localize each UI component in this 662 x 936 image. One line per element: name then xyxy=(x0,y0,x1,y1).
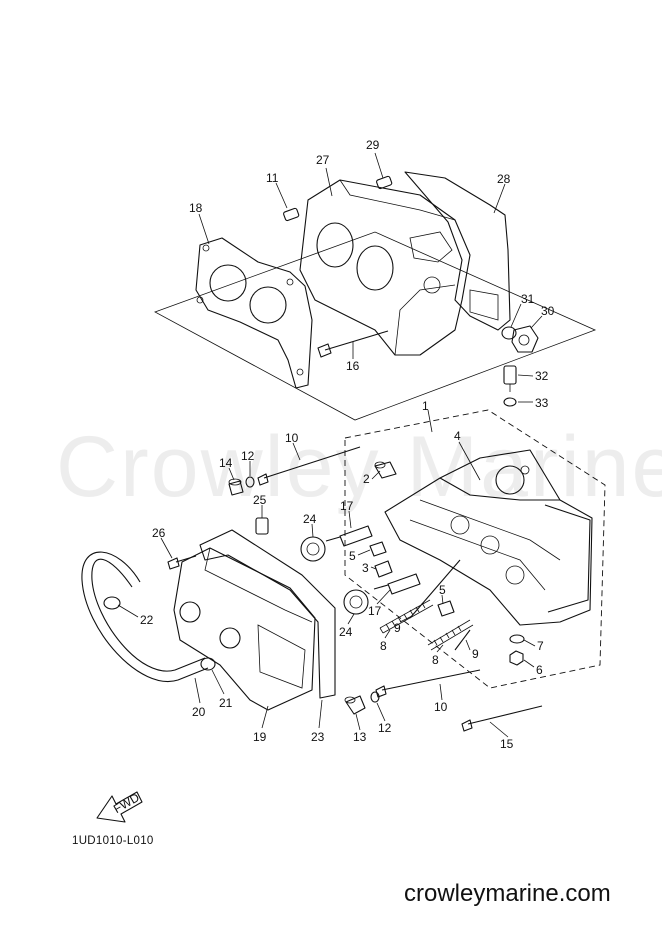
callout-28: 28 xyxy=(497,172,511,186)
callout-29: 29 xyxy=(366,138,380,152)
cap-nut-14[interactable] xyxy=(228,478,244,496)
thermostat-cap-30[interactable] xyxy=(511,325,539,353)
head-cover-gasket[interactable] xyxy=(199,529,336,699)
callout-30: 30 xyxy=(541,304,555,318)
callout-17-upper: 17 xyxy=(340,499,354,513)
spark-plug-17-upper[interactable] xyxy=(325,525,373,547)
callout-31: 31 xyxy=(521,292,535,306)
valve-guide-3[interactable] xyxy=(374,560,393,578)
callout-24-lower: 24 xyxy=(339,625,353,639)
callout-16: 16 xyxy=(346,359,360,373)
callout-18: 18 xyxy=(189,201,203,215)
valve-seal-5-upper[interactable] xyxy=(369,541,387,557)
callout-22: 22 xyxy=(140,613,154,627)
callout-9-lower: 9 xyxy=(472,647,479,661)
valve-9-lower[interactable] xyxy=(454,629,471,651)
callout-20: 20 xyxy=(192,705,206,719)
valve-spring-8-right[interactable] xyxy=(427,619,474,651)
valve-spring-8-left[interactable] xyxy=(379,599,434,634)
dowel-pin-29[interactable] xyxy=(376,175,393,190)
bolt-15[interactable] xyxy=(461,705,543,732)
bolt-26[interactable] xyxy=(167,555,197,570)
callout-7: 7 xyxy=(537,639,544,653)
callout-8-right: 8 xyxy=(432,653,439,667)
fwd-arrow-icon: FWD xyxy=(96,790,143,823)
callout-2: 2 xyxy=(363,472,370,486)
callout-8-left: 8 xyxy=(380,639,387,653)
callout-15: 15 xyxy=(500,737,514,751)
valve-part-2[interactable] xyxy=(374,461,397,479)
washer-12-lower[interactable] xyxy=(370,691,380,703)
callout-12-lower: 12 xyxy=(378,721,392,735)
drawing-code: 1UD1010-L010 xyxy=(72,835,154,847)
callout-17-lower: 17 xyxy=(368,604,382,618)
exhaust-gasket[interactable] xyxy=(404,171,511,331)
callout-21: 21 xyxy=(219,696,233,710)
callout-32: 32 xyxy=(535,369,549,383)
callout-25: 25 xyxy=(253,493,267,507)
cylinder-head-assembly-outline xyxy=(344,409,606,689)
callout-27: 27 xyxy=(316,153,330,167)
callout-9-upper: 9 xyxy=(394,621,401,635)
head-gasket[interactable] xyxy=(195,237,313,389)
valve-seal-5-lower[interactable] xyxy=(437,600,455,617)
hose-clamp-22[interactable] xyxy=(103,596,121,610)
callout-14: 14 xyxy=(219,456,233,470)
cylinder-head-cover[interactable] xyxy=(173,547,316,711)
washer-33[interactable] xyxy=(503,397,517,407)
sensor-32[interactable] xyxy=(503,365,517,392)
oil-seal-24-upper[interactable] xyxy=(300,536,326,562)
bolt-10-upper[interactable] xyxy=(257,446,361,486)
hose-clamp-21[interactable] xyxy=(200,657,216,671)
callout-10-upper: 10 xyxy=(285,431,299,445)
nut-6[interactable] xyxy=(509,650,524,666)
cylinder-block[interactable] xyxy=(299,179,471,356)
callouts: 29 27 28 11 18 31 30 16 32 33 1 10 4 14 … xyxy=(117,138,555,751)
washer-12-upper[interactable] xyxy=(245,476,255,488)
valve-9-upper[interactable] xyxy=(409,559,461,619)
callout-3: 3 xyxy=(362,561,369,575)
callout-23: 23 xyxy=(311,730,325,744)
dowel-pin-11[interactable] xyxy=(283,207,300,222)
dowel-25[interactable] xyxy=(255,517,269,535)
site-name: crowleymarine.com xyxy=(404,880,611,907)
callout-11: 11 xyxy=(266,171,279,185)
bolt-10-lower[interactable] xyxy=(375,669,481,698)
breather-hose[interactable] xyxy=(81,551,209,683)
callout-33: 33 xyxy=(535,396,549,410)
oil-seal-24-lower[interactable] xyxy=(343,589,369,615)
o-ring-31[interactable] xyxy=(501,326,517,340)
callout-12-upper: 12 xyxy=(241,449,255,463)
callout-24-upper: 24 xyxy=(303,512,317,526)
callout-26: 26 xyxy=(152,526,166,540)
callout-13: 13 xyxy=(353,730,367,744)
callout-5-upper: 5 xyxy=(349,549,356,563)
callout-10-lower: 10 xyxy=(434,700,448,714)
spark-plug-17-lower[interactable] xyxy=(373,573,421,595)
plug-13[interactable] xyxy=(344,695,366,715)
fwd-label: FWD xyxy=(111,790,142,816)
callout-6: 6 xyxy=(536,663,543,677)
stud-bolt-16[interactable] xyxy=(317,330,389,358)
cylinder-head[interactable] xyxy=(384,449,593,626)
washer-7[interactable] xyxy=(509,634,525,644)
callout-19: 19 xyxy=(253,730,267,744)
callout-1: 1 xyxy=(422,399,429,413)
callout-4: 4 xyxy=(454,429,461,443)
callout-5-lower: 5 xyxy=(439,583,446,597)
